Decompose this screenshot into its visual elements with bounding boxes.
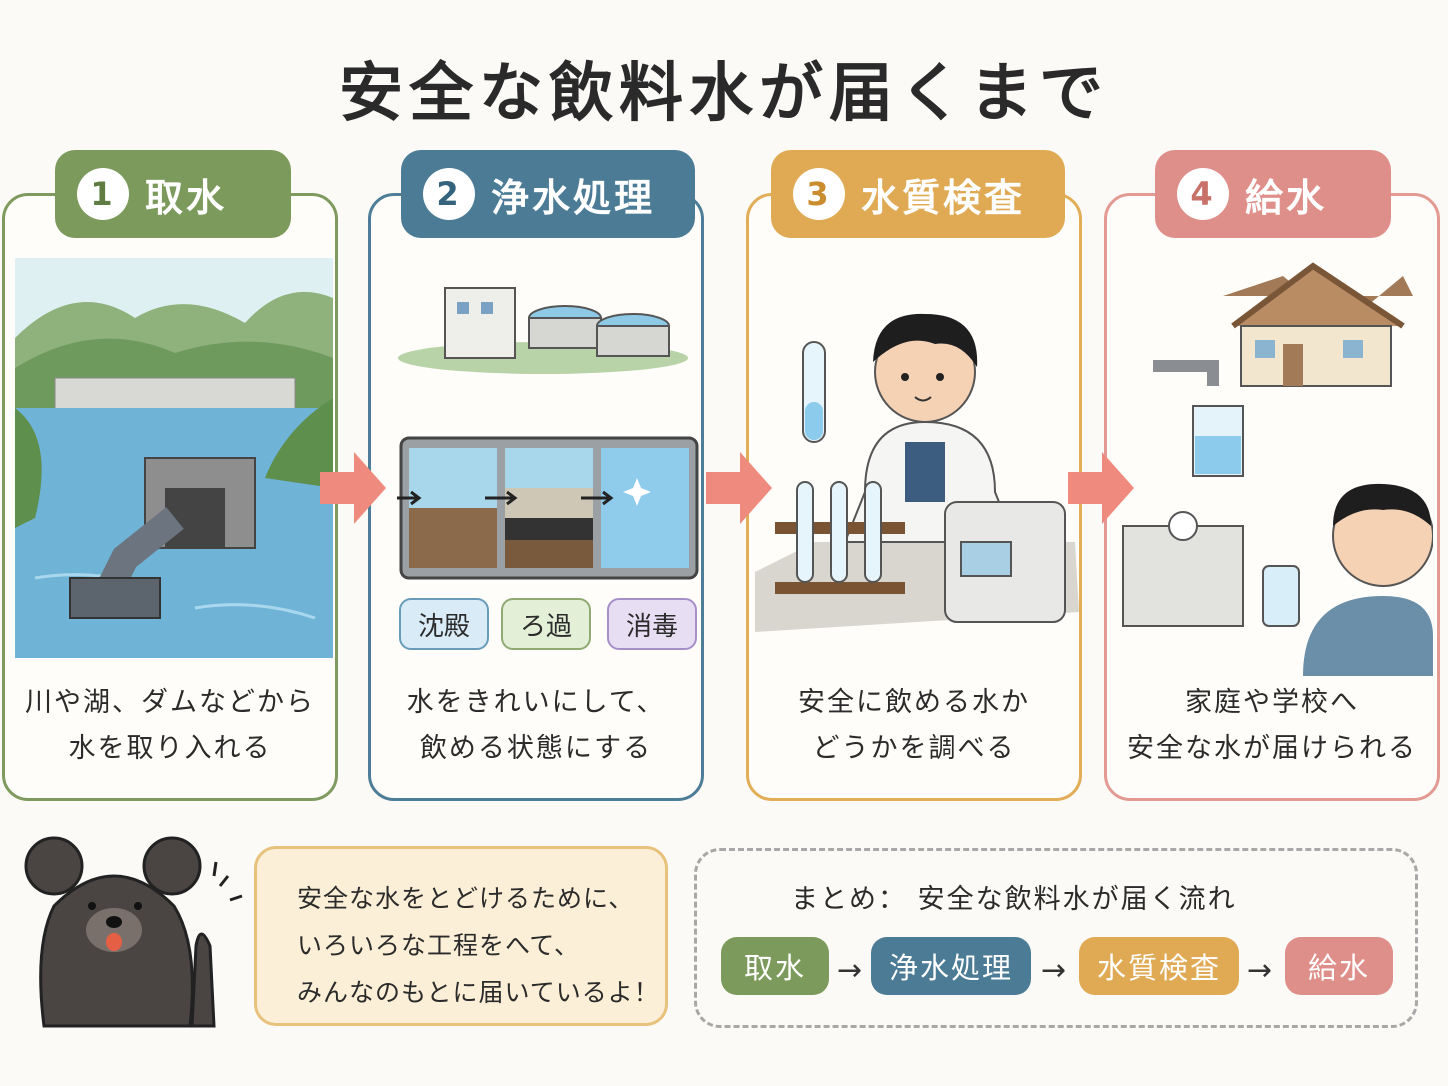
summary-step-intake: 取水 xyxy=(721,937,829,995)
bear-mascot-illustration xyxy=(24,836,243,1028)
water-supply-illustration xyxy=(1122,262,1433,676)
step-caption: 川や湖、ダムなどから 水を取り入れる xyxy=(25,687,315,764)
step-caption: 水をきれいにして、 飲める状態にする xyxy=(406,687,666,764)
stage-disinfection: 消毒 xyxy=(607,598,697,650)
step-tab-purification: 2 浄水処理 xyxy=(401,150,695,238)
summary-title: まとめ： 安全な飲料水が届く流れ xyxy=(791,884,1237,915)
treatment-plant-illustration xyxy=(398,287,688,374)
summary-arrow: → xyxy=(837,953,863,988)
step-name: 水質検査 xyxy=(861,175,1026,220)
flow-arrow-1 xyxy=(320,452,386,524)
step-number: 1 xyxy=(77,168,129,220)
summary-step-inspection: 水質検査 xyxy=(1079,937,1239,995)
flow-arrow-3 xyxy=(1068,452,1134,524)
step-caption: 家庭や学校へ 安全な水が届けられる xyxy=(1127,687,1417,764)
summary-arrow: → xyxy=(1247,953,1273,988)
step-panel-supply: 4 給水 家庭や学校へ 安全な水が届けられる xyxy=(1104,150,1440,801)
stage-filtration: ろ過 xyxy=(501,598,591,650)
step-panel-intake: 1 取水 川や湖、ダムなどから 水を取り入れる xyxy=(2,150,338,801)
step-number: 3 xyxy=(793,168,845,220)
step-panel-purification: 2 浄水処理 沈殿 ろ過 消毒 水をきれいにして、 飲める状態にする xyxy=(368,150,704,801)
step-tab-intake: 1 取水 xyxy=(55,150,291,238)
step-name: 給水 xyxy=(1245,175,1328,220)
step-panel-inspection: 3 水質検査 安全に飲める水か どうかを調べる xyxy=(746,150,1082,801)
step-tab-inspection: 3 水質検査 xyxy=(771,150,1065,238)
scientist-illustration xyxy=(755,313,1079,632)
step-caption: 安全に飲める水か どうかを調べる xyxy=(798,687,1030,764)
summary-step-supply: 給水 xyxy=(1285,937,1393,995)
step-tab-supply: 4 給水 xyxy=(1155,150,1391,238)
step-number: 4 xyxy=(1177,168,1229,220)
step-name: 取水 xyxy=(145,175,228,220)
flow-arrow-2 xyxy=(706,452,772,524)
water-intake-illustration xyxy=(15,258,333,658)
stage-sedimentation: 沈殿 xyxy=(399,598,489,650)
page-title: 安全な飲料水が届くまで xyxy=(339,57,1109,131)
summary-arrow: → xyxy=(1041,953,1067,988)
summary-box: まとめ： 安全な飲料水が届く流れ 取水 → 浄水処理 → 水質検査 → 給水 xyxy=(694,848,1418,1028)
step-number: 2 xyxy=(423,168,475,220)
filtration-tank-illustration xyxy=(397,436,699,580)
speech-bubble: 安全な水をとどけるために、 いろいろな工程をへて、 みんなのもとに届いているよ！ xyxy=(254,846,668,1026)
summary-step-purification: 浄水処理 xyxy=(871,937,1031,995)
step-name: 浄水処理 xyxy=(491,175,656,220)
